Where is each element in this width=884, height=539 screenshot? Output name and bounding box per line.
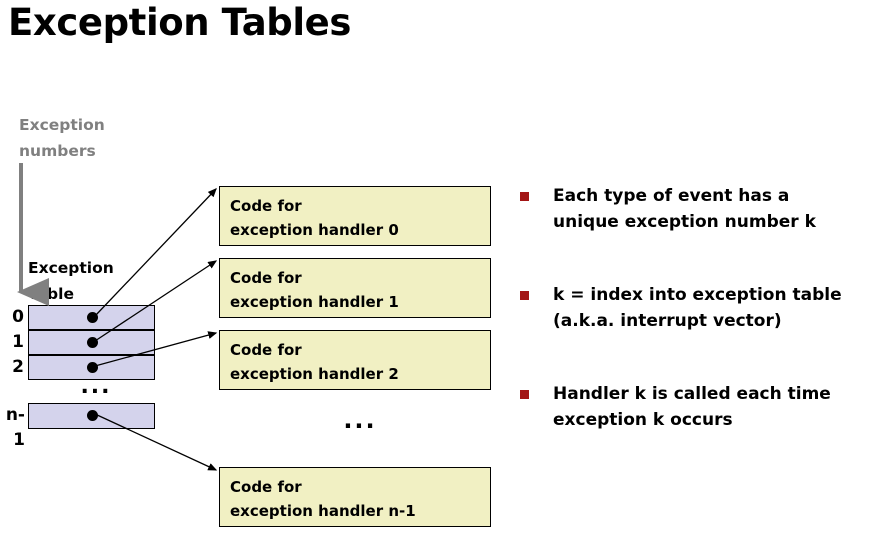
table-row-pointer-dot	[87, 410, 98, 421]
bullet-square-icon	[520, 192, 529, 201]
list-item-label: Handler k is called each time exception …	[553, 384, 831, 430]
bullet-square-icon	[520, 390, 529, 399]
page-title: Exception Tables	[8, 1, 351, 44]
exception-table-label: Exception Table	[28, 259, 114, 303]
list-item: k = index into exception table (a.k.a. i…	[515, 282, 884, 334]
list-item-label: Each type of event has a unique exceptio…	[553, 186, 816, 232]
code-box-handler-0[interactable]: Code for exception handler 0	[219, 186, 491, 246]
code-box-handler-2[interactable]: Code for exception handler 2	[219, 330, 491, 390]
table-row-index-2: 2	[12, 357, 24, 377]
exception-numbers-label: Exception numbers	[19, 116, 105, 160]
list-item: Handler k is called each time exception …	[515, 381, 884, 433]
code-box-handler-n-1[interactable]: Code for exception handler n-1	[219, 467, 491, 527]
table-row-pointer-dot	[87, 312, 98, 323]
list-item-label: k = index into exception table (a.k.a. i…	[553, 285, 842, 331]
bullet-list: Each type of event has a unique exceptio…	[515, 183, 884, 433]
table-row-pointer-dot	[87, 362, 98, 373]
list-item: Each type of event has a unique exceptio…	[515, 183, 884, 235]
bullet-square-icon	[520, 291, 529, 300]
table-ellipsis: ...	[80, 374, 112, 399]
table-row-index-0: 0	[12, 307, 24, 327]
table-row-pointer-dot	[87, 337, 98, 348]
table-row-index-n-1: n-1	[5, 405, 25, 450]
table-row-index-1: 1	[12, 332, 24, 352]
code-box-handler-1[interactable]: Code for exception handler 1	[219, 258, 491, 318]
handlers-ellipsis: ...	[343, 406, 377, 434]
